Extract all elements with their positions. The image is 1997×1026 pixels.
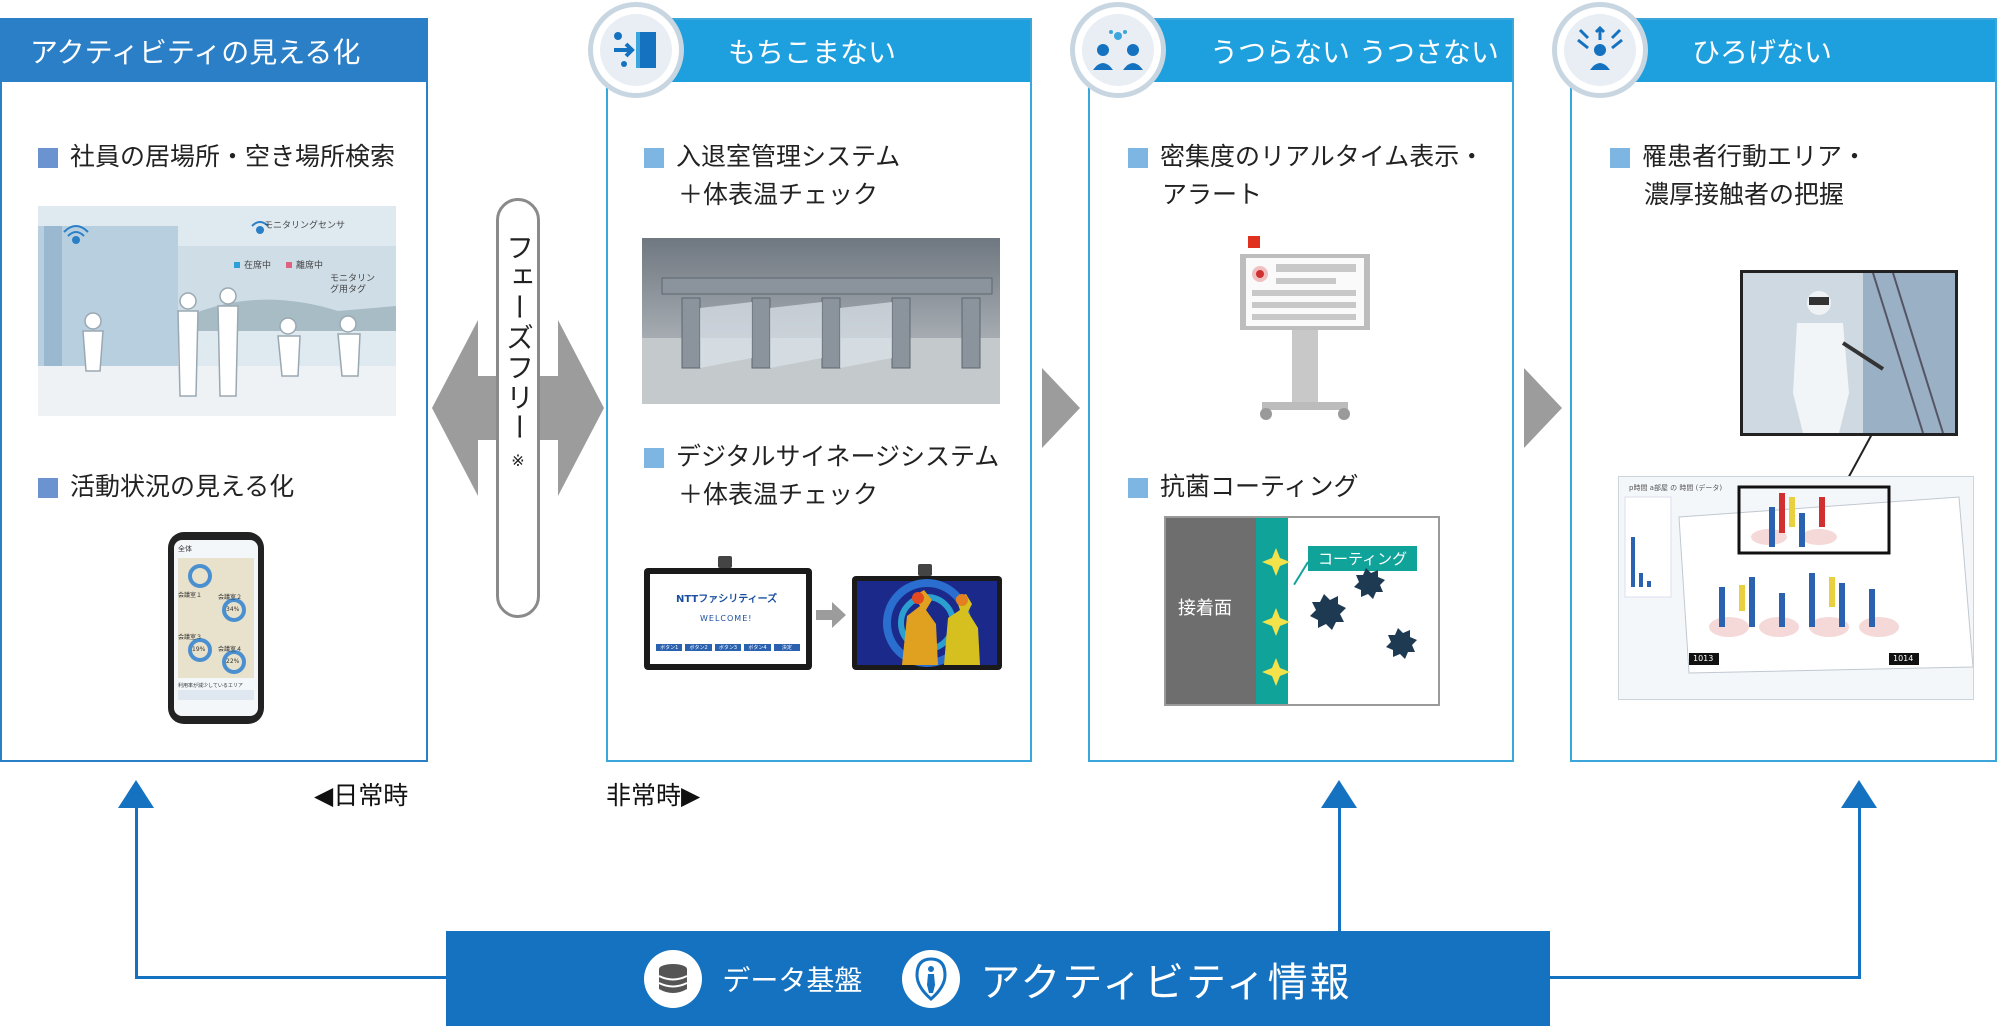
phone-pct-1: 34% <box>226 606 240 613</box>
signage-welcome: WELCOME! <box>700 614 753 623</box>
panel-dont-spread: ひろげない 罹患者行動エリア・ 濃厚接触者の把握 p時間 a部屋 の 時間 (デ… <box>1570 18 1997 762</box>
signage-btn[interactable]: ボタン2 <box>685 644 712 651</box>
database-icon <box>644 949 703 1008</box>
security-gates-photo <box>642 238 1000 404</box>
map-header: p時間 a部屋 の 時間 (データ) <box>1629 484 1723 492</box>
sensor-label: モニタリングセンサ <box>264 221 346 231</box>
signage-btn[interactable]: ボタン3 <box>714 644 742 651</box>
item-label: デジタルサイネージシステム <box>676 442 1000 471</box>
panel-dont-bring-in: もちこまない 入退室管理システム ＋体表温チェック デジタルサイネージシステム … <box>606 18 1032 762</box>
item-label-2: アラート <box>1162 180 1263 209</box>
virus-icon <box>1310 568 1417 659</box>
phone-pct-3: 22% <box>226 658 240 665</box>
surface-label: 接着面 <box>1178 598 1232 619</box>
callout-line <box>1845 434 1873 483</box>
item-label-2: ＋体表温チェック <box>678 180 879 209</box>
person-spread-icon <box>1577 26 1623 70</box>
office-photo: モニタリングセンサ 在席中 離席中 モニタリング用タグ <box>38 206 396 416</box>
signage-brand: NTTファシリティーズ <box>676 594 778 605</box>
data-platform-bar: データ基盤 アクティビティ情報 <box>446 931 1550 1026</box>
legend-away: 離席中 <box>296 261 324 271</box>
arrow-up-icon <box>1321 780 1357 808</box>
item-label: 活動状況の見える化 <box>70 472 295 501</box>
phone-pct-2: 19% <box>192 646 206 653</box>
feedback-line-left-v <box>135 806 138 979</box>
item-antibacterial-coating: 抗菌コーティング <box>1128 468 1359 506</box>
normal-time-label: ◀日常時 <box>314 781 409 810</box>
phone-title: 全体 <box>178 545 192 553</box>
coating-label: コーティング <box>1308 546 1418 571</box>
item-entry-management: 入退室管理システム ＋体表温チェック <box>644 138 900 214</box>
room-label-b: 1014 <box>1893 654 1914 663</box>
thermal-camera-screen <box>852 576 1002 670</box>
item-label: 抗菌コーティング <box>1160 472 1359 501</box>
phone-zone-1: 会議室１ <box>178 592 203 599</box>
signage-screen: NTTファシリティーズ WELCOME! ボタン1 ボタン2 ボタン3 ボタン4… <box>644 568 812 670</box>
item-label: 罹患者行動エリア・ <box>1642 142 1868 171</box>
item-label: 入退室管理システム <box>676 142 901 171</box>
panel-activity-visualization: アクティビティの見える化 社員の居場所・空き場所検索 <box>0 18 428 762</box>
smartphone-app: 全体 会議室１ 会議室２ 会議室３ 会議室４ 34% 19% 22% 利用率が減… <box>168 532 264 724</box>
panel3-badge <box>1070 2 1166 98</box>
alert-light-icon <box>1248 236 1260 248</box>
chevron-right-icon <box>1042 368 1080 448</box>
item-activity-status: 活動状況の見える化 <box>38 468 294 506</box>
density-display-stand <box>1240 236 1370 422</box>
activity-info-label: アクティビティ情報 <box>980 959 1352 1006</box>
disinfection-photo <box>1740 270 1958 436</box>
legend-present: 在席中 <box>244 261 272 271</box>
camera-icon <box>918 564 932 576</box>
signage-btn[interactable]: ボタン1 <box>656 644 683 651</box>
item-label-2: 濃厚接触者の把握 <box>1644 180 1845 209</box>
item-employee-location-search: 社員の居場所・空き場所検索 <box>38 138 395 176</box>
item-digital-signage: デジタルサイネージシステム ＋体表温チェック <box>644 438 999 514</box>
phone-zone-2: 会議室２ <box>218 594 243 601</box>
phase-free-label: フェーズフリー ※ <box>496 198 540 618</box>
emergency-time-label: 非常時▶ <box>606 781 701 810</box>
item-density-display: 密集度のリアルタイム表示・ アラート <box>1128 138 1484 214</box>
arrow-up-icon <box>1841 780 1877 808</box>
arrow-up-icon <box>118 780 154 808</box>
data-platform-label: データ基盤 <box>722 963 863 997</box>
people-virus-icon <box>1093 30 1143 70</box>
sensor-icon <box>72 236 80 244</box>
item-patient-tracking: 罹患者行動エリア・ 濃厚接触者の把握 <box>1610 138 1867 214</box>
person-activity-icon <box>902 949 961 1008</box>
room-label-a: 1013 <box>1693 654 1714 663</box>
item-label: 密集度のリアルタイム表示・ <box>1160 142 1485 171</box>
signage-btn[interactable]: 決定 <box>773 644 801 651</box>
chevron-right-icon <box>1524 368 1562 448</box>
item-label: 社員の居場所・空き場所検索 <box>70 142 396 171</box>
phone-zone-3: 会議室３ <box>178 634 203 641</box>
feedback-line-right-h <box>1550 976 1861 979</box>
sparkle-icon <box>1262 548 1290 576</box>
feedback-line-mid-v <box>1338 806 1341 931</box>
panel2-badge <box>588 2 684 98</box>
panel-header: アクティビティの見える化 <box>2 20 426 82</box>
phase-free-note: ※ <box>511 451 525 470</box>
panel4-badge <box>1552 2 1648 98</box>
camera-icon <box>718 556 732 568</box>
item-label-2: ＋体表温チェック <box>678 480 879 509</box>
tag-label: モニタリング用タグ <box>330 274 376 295</box>
feedback-line-right-v <box>1858 806 1861 979</box>
feedback-line-left-h <box>135 976 446 979</box>
door-exit-virus-icon <box>614 32 656 68</box>
coating-illustration: 接着面 コーティング <box>1164 516 1440 706</box>
phase-free-text: フェーズフリー <box>502 233 535 443</box>
signage-btn[interactable]: ボタン4 <box>744 644 771 651</box>
floor-map-3d: p時間 a部屋 の 時間 (データ) 1013 1014 <box>1618 476 1974 700</box>
phone-footer: 利用率が減少しているエリア <box>178 683 243 689</box>
phone-zone-4: 会議室４ <box>218 646 243 653</box>
panel-no-infection: うつらない うつさない 密集度のリアルタイム表示・ アラート 抗菌コーティング … <box>1088 18 1514 762</box>
arrow-right-icon <box>816 602 846 628</box>
